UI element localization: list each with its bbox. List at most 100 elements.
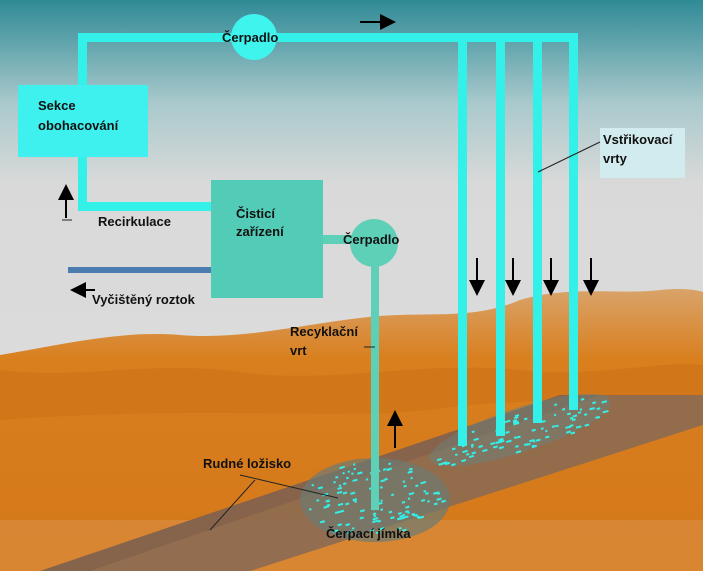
- ore-sparkle: [583, 413, 588, 416]
- ore-sparkle: [590, 407, 594, 410]
- ore-sparkle: [470, 445, 474, 448]
- treatment-label-line1: Čisticí: [236, 206, 275, 221]
- ore-sparkle: [359, 509, 365, 513]
- ore-sparkle: [352, 498, 358, 502]
- ore-sparkle: [533, 444, 538, 448]
- ore-sparkle: [531, 428, 536, 432]
- ore-sparkle: [572, 414, 578, 418]
- ore-sparkle: [334, 510, 341, 515]
- ore-sparkle: [575, 425, 582, 429]
- ore-sparkle: [436, 492, 441, 495]
- ore-sparkle: [337, 523, 342, 527]
- ore-sparkle: [403, 484, 407, 488]
- ore-deposit-label: Rudné ložisko: [203, 456, 291, 471]
- ore-sparkle: [342, 471, 345, 475]
- ore-sparkle: [471, 451, 477, 455]
- ore-sparkle: [351, 472, 354, 475]
- ore-sparkle: [562, 408, 566, 411]
- ore-sparkle: [311, 483, 315, 487]
- ore-sparkle: [490, 441, 496, 446]
- ore-sparkle: [579, 408, 583, 411]
- ore-sparkle: [325, 499, 330, 503]
- ore-sparkle: [569, 416, 574, 420]
- ore-sparkle: [336, 490, 343, 495]
- ore-sparkle: [504, 419, 511, 424]
- ore-sparkle: [342, 482, 347, 486]
- ore-sparkle: [413, 514, 416, 517]
- ore-sparkle: [569, 424, 574, 428]
- enrichment-label-line1: Sekce: [38, 98, 76, 113]
- ore-sparkle: [365, 478, 369, 481]
- ore-sparkle: [420, 499, 426, 502]
- ore-sparkle: [482, 448, 488, 453]
- ore-sparkle: [514, 414, 520, 418]
- ore-sparkle: [545, 429, 548, 433]
- ore-sparkle: [308, 508, 312, 511]
- ore-sparkle: [423, 490, 427, 493]
- ore-sparkle: [351, 527, 355, 530]
- ore-sparkle: [596, 407, 601, 411]
- injection-well-4: [569, 38, 578, 410]
- ore-sparkle: [337, 486, 343, 490]
- ore-sparkle: [407, 470, 413, 474]
- ore-sparkle: [407, 497, 411, 500]
- ore-sparkle: [353, 467, 357, 471]
- ore-sparkle: [473, 437, 479, 442]
- ore-sparkle: [512, 419, 518, 423]
- ore-sparkle: [601, 400, 608, 404]
- injection-well-3: [533, 38, 542, 423]
- ore-sparkle: [515, 450, 522, 454]
- ore-sparkle: [332, 529, 339, 533]
- ore-sparkle: [425, 492, 429, 495]
- injection-wells-label-line1: Vstřikovací: [603, 132, 673, 147]
- ore-sparkle: [540, 427, 544, 430]
- ore-sparkle: [373, 514, 377, 518]
- ore-sparkle: [584, 423, 590, 427]
- ore-sparkle: [532, 440, 536, 443]
- ore-sparkle: [471, 430, 475, 434]
- ore-sparkle: [377, 519, 381, 523]
- pump-top-label: Čerpadlo: [222, 30, 278, 45]
- ore-sparkle: [410, 476, 413, 480]
- ore-sparkle: [492, 445, 498, 449]
- ore-sparkle: [397, 511, 403, 515]
- ore-sparkle: [438, 462, 445, 466]
- ore-sparkle: [326, 503, 331, 507]
- treatment-label-line2: zařízení: [236, 224, 284, 239]
- ore-sparkle: [505, 430, 510, 434]
- ore-sparkle: [345, 502, 350, 506]
- ore-sparkle: [401, 500, 406, 504]
- ground-shading: [0, 364, 703, 420]
- injection-label-bg: [600, 128, 685, 178]
- ore-sparkle: [342, 491, 348, 495]
- pump-top: [231, 14, 277, 60]
- ore-sparkle: [379, 527, 385, 531]
- ore-sparkle: [380, 499, 383, 502]
- ore-sparkle: [405, 505, 410, 509]
- ore-sparkle: [454, 453, 458, 457]
- ore-sparkle: [396, 517, 401, 521]
- ore-sparkle: [554, 403, 558, 407]
- ore-sparkle: [346, 530, 354, 534]
- cleaned-solution-pipe: [68, 267, 213, 273]
- ore-sparkle: [544, 435, 550, 439]
- ore-sparkle: [420, 480, 427, 485]
- ore-sparkle: [350, 491, 356, 495]
- injection-wells-label-line2: vrty: [603, 151, 628, 166]
- ore-sparkle: [347, 470, 351, 473]
- ore-sparkle: [535, 438, 541, 442]
- recycling-well-label-line2: vrt: [290, 343, 307, 358]
- ore-sparkle: [433, 491, 440, 495]
- ore-sparkle: [346, 476, 349, 480]
- ore-sparkle: [513, 436, 517, 439]
- enrichment-section-box: [18, 85, 148, 157]
- ore-sparkle: [415, 484, 419, 488]
- ore-sparkle: [516, 435, 521, 439]
- treatment-plant-box: [211, 180, 323, 298]
- ore-sparkle: [596, 416, 601, 419]
- ore-sparkle: [317, 486, 323, 490]
- ore-sparkle: [380, 479, 386, 483]
- ore-sparkle: [390, 516, 395, 520]
- ore-sparkle: [379, 486, 383, 489]
- recirculation-label: Recirkulace: [98, 214, 171, 229]
